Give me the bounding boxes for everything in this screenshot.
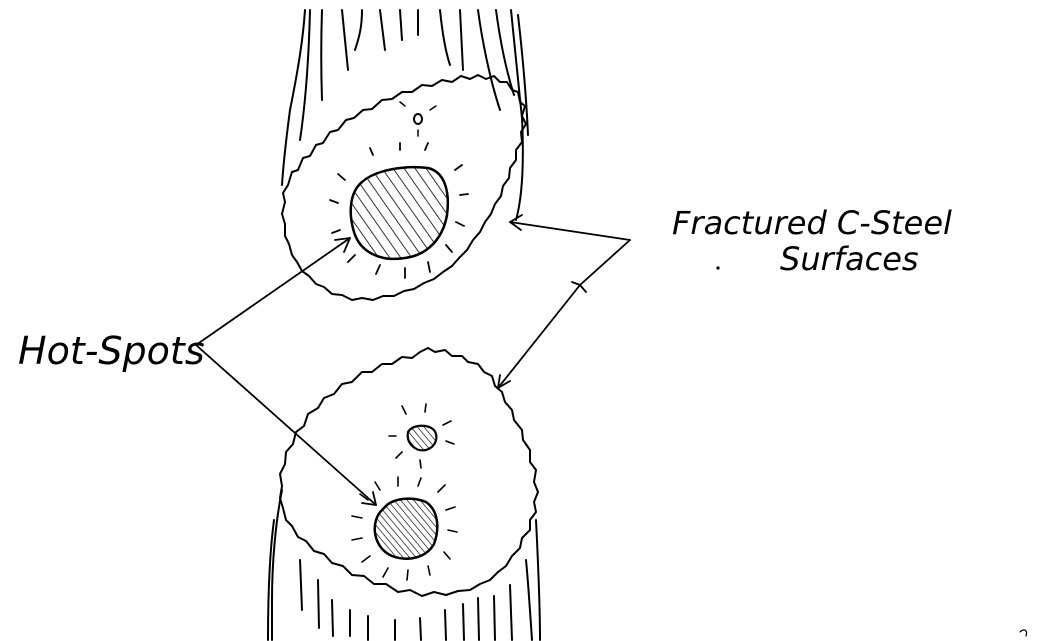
lower-small-hot-spot: [408, 426, 437, 451]
lower-hot-spot: [375, 499, 437, 559]
hot-spots-label: Hot-Spots: [18, 329, 205, 373]
stray-dot: [716, 266, 719, 269]
upper-hot-spot: [351, 167, 448, 259]
fractured-surfaces-leaders: [498, 215, 630, 388]
corner-mark: [1020, 630, 1027, 636]
fractured-steel-label-line2: Surfaces: [780, 240, 919, 278]
fractured-steel-label-line1: Fractured C-Steel: [672, 204, 952, 242]
hot-spots-leaders: [196, 238, 376, 505]
upper-pore-rays: [400, 102, 436, 136]
upper-small-pore: [414, 114, 422, 124]
